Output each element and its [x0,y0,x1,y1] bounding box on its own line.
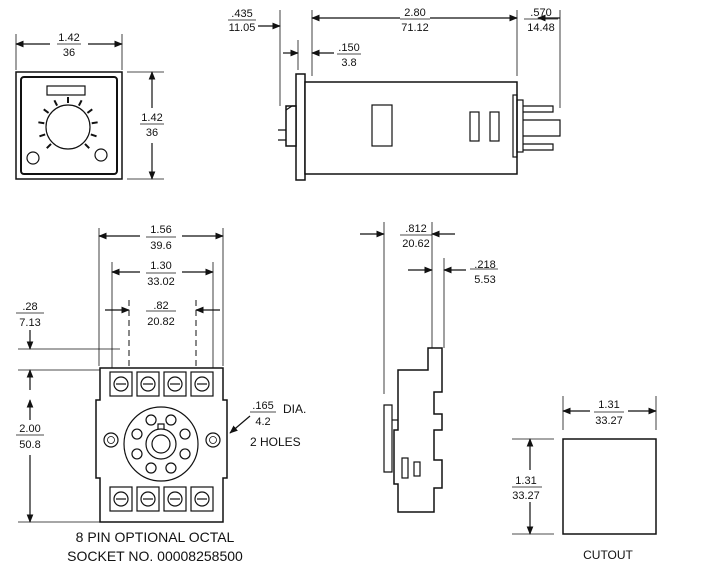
screw-icon [113,376,129,392]
inner-spacing-mm: 20.82 [147,316,175,328]
hole-spacing-mm: 33.02 [147,276,175,288]
cutout-height-mm: 33.27 [512,490,540,502]
dial-tick [84,143,90,149]
screw-icon [140,376,156,392]
dial-tick [38,121,45,125]
screw-icon [140,491,156,507]
socket-depth-mm: 20.62 [402,238,430,250]
socket-body [95,367,228,523]
mount-hole-right [205,432,221,448]
front-width-in: 1.42 [58,32,79,44]
dial-tick [78,99,83,107]
led-right [94,148,108,162]
terminal [163,371,187,397]
dia-label: DIA. [283,402,306,416]
knob [45,104,91,150]
socket-height-mm: 50.8 [19,439,40,451]
body-length-mm: 71.12 [401,22,429,34]
dial-tick [53,99,58,107]
front-height-mm: 36 [146,127,158,139]
terminal [109,371,133,397]
flange-in: .150 [338,42,359,54]
front-height-in: 1.42 [141,112,162,124]
terminal [163,486,187,512]
terminal [190,371,214,397]
pin-hole [179,428,191,440]
pin-hole [131,428,143,440]
terminal [136,486,160,512]
pin-hole [131,448,143,460]
front-face [15,71,123,180]
socket-caption-1: 8 PIN OPTIONAL OCTAL [76,529,235,545]
pin-hole [145,414,157,426]
screw-icon [194,376,210,392]
pin-hole [145,462,157,474]
octal-ring [123,406,199,482]
dial-tick [39,133,46,138]
inner-spacing-in: .82 [153,300,168,312]
cutout-width-mm: 33.27 [595,415,623,427]
socket-depth-in: .812 [405,223,426,235]
front-view: 1.42 36 1.42 36 [15,32,164,180]
timer-body [304,81,518,175]
pin-length-mm: 14.48 [527,22,555,34]
rail-mm: 5.53 [474,274,495,286]
dial-tick [91,121,98,125]
dial-tick [86,108,93,114]
terminal [109,486,133,512]
mount-hole-left [103,432,119,448]
terminal [190,486,214,512]
holes-label: 2 HOLES [250,435,301,449]
pin-hole [165,414,177,426]
cutout-label: CUTOUT [583,548,633,562]
cutout-view: 1.31 33.27 1.31 33.27 CUTOUT [512,396,657,562]
socket-view: 1.56 39.6 1.30 33.02 .82 20.82 .28 7.13 … [16,224,306,564]
rail-in: .218 [474,259,495,271]
side-view: .435 11.05 2.80 71.12 .570 14.48 .150 3.… [228,7,561,181]
terminal [136,371,160,397]
socket-width-in: 1.56 [150,224,171,236]
window [46,85,86,96]
offset-in: .28 [22,301,37,313]
cutout-height-in: 1.31 [515,475,536,487]
screw-icon [194,491,210,507]
cutout-square [562,438,657,535]
flange-mm: 3.8 [341,57,356,69]
socket-height-in: 2.00 [19,423,40,435]
socket-side-view: .812 20.62 .218 5.53 [360,222,498,513]
socket-width-mm: 39.6 [150,240,171,252]
pin-hole [179,448,191,460]
knob-depth-mm: 11.05 [229,22,256,34]
screw-icon [167,491,183,507]
cutout-width-in: 1.31 [598,399,619,411]
screw-icon [113,491,129,507]
screw-icon [167,376,183,392]
pin-hole [165,462,177,474]
front-width-mm: 36 [63,47,75,59]
socket-profile [393,347,443,513]
hole-spacing-in: 1.30 [150,260,171,272]
hole-dia-mm: 4.2 [255,416,270,428]
led-left [26,151,40,165]
dial-tick [90,133,97,138]
offset-mm: 7.13 [19,317,40,329]
dial-tick [43,108,50,114]
pin-length-in: .570 [530,7,551,19]
dial-tick [46,143,52,149]
socket-caption-2: SOCKET NO. 00008258500 [67,548,243,564]
body-length-in: 2.80 [404,7,425,19]
hole-dia-in: .165 [252,400,273,412]
knob-depth-in: .435 [231,8,252,20]
